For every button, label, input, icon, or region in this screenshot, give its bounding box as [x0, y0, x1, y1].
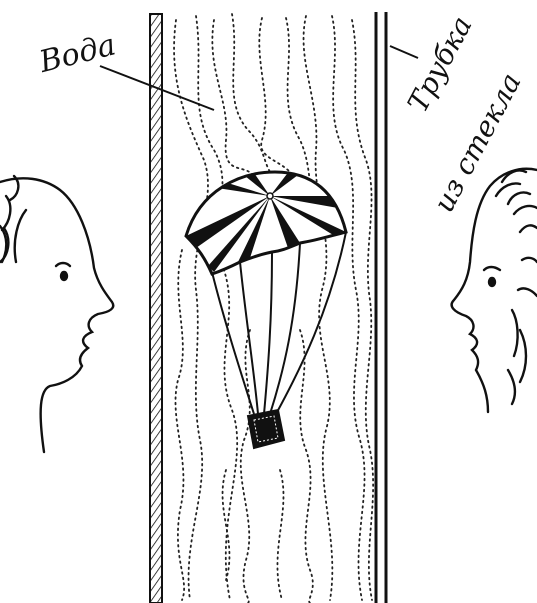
left-face [0, 176, 113, 452]
canopy-apex [267, 193, 273, 199]
water-currents [174, 14, 373, 603]
right-face [452, 169, 537, 412]
parachute [180, 165, 350, 448]
glass-tube [150, 12, 386, 603]
parachute-payload [248, 410, 284, 448]
tube-leader-line [390, 46, 418, 58]
left-face-eye [61, 272, 67, 280]
right-face-eye [489, 278, 495, 286]
tube-left-wall [150, 14, 162, 603]
label-leaders [100, 46, 418, 110]
